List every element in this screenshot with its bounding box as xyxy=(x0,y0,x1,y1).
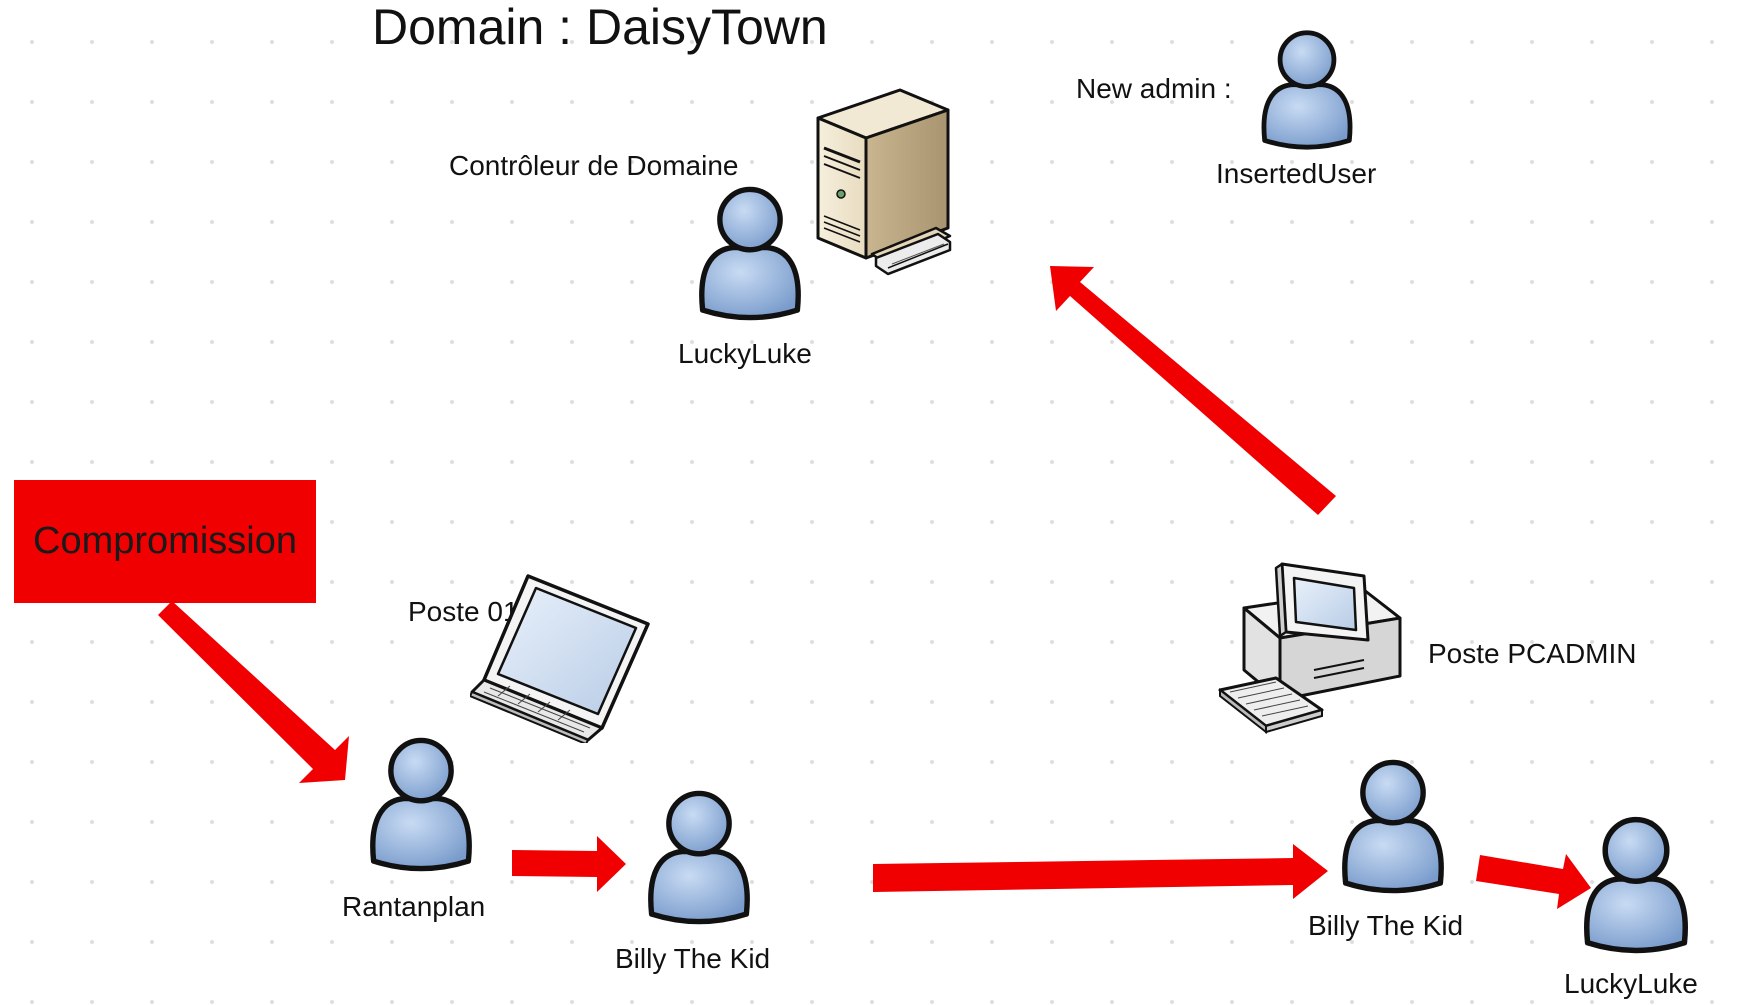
user-icon xyxy=(695,183,805,323)
desktop-computer-icon xyxy=(1218,562,1402,735)
laptop-icon xyxy=(470,574,650,743)
poste01-user: Rantanplan xyxy=(342,891,486,922)
arrow-icon xyxy=(512,836,626,892)
user-icon xyxy=(644,787,754,927)
poste01-next-user: Billy The Kid xyxy=(615,943,771,974)
user-icon xyxy=(366,734,476,874)
arrow-icon xyxy=(1050,266,1336,515)
new-admin-label: New admin : xyxy=(1076,73,1232,104)
user-icon xyxy=(1580,813,1692,956)
pcadmin-user: Billy The Kid xyxy=(1308,910,1464,941)
compromission-box: Compromission xyxy=(14,480,316,603)
user-icon xyxy=(1338,756,1448,896)
arrow-icon xyxy=(158,601,349,783)
arrow-icon xyxy=(1476,854,1591,909)
user-icon xyxy=(1258,27,1356,152)
pcadmin-label: Poste PCADMIN xyxy=(1428,638,1637,669)
arrow-icon xyxy=(873,844,1328,899)
domain-title: Domain : DaisyTown xyxy=(372,0,828,55)
server-icon xyxy=(816,88,952,276)
compromission-label: Compromission xyxy=(33,520,297,562)
pcadmin-next-user: LuckyLuke xyxy=(1564,968,1698,999)
new-admin-user: InsertedUser xyxy=(1216,158,1377,189)
domain-controller-label: Contrôleur de Domaine xyxy=(449,150,739,181)
domain-controller-user: LuckyLuke xyxy=(678,338,812,369)
poste01-label: Poste 01 xyxy=(408,596,519,627)
